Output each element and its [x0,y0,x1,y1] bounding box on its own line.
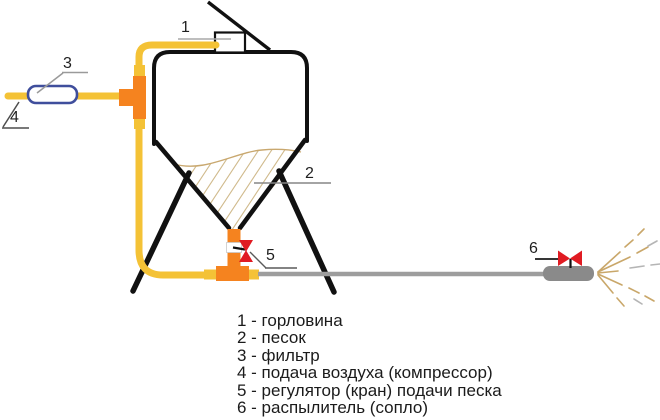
funnel [153,137,308,231]
spray-dash [647,240,658,247]
hose-couplers [134,65,259,280]
spray-ray [597,270,619,274]
nozzle-body [543,266,594,281]
tank-body [152,50,309,146]
tee-fitting-left [119,76,146,119]
filter-body [26,84,79,105]
legend-item-neck: 1 - горловина [237,311,343,330]
air-hose-down [135,119,213,279]
legend-item-filter: 3 - фильтр [237,345,320,365]
tee-bottom [216,266,249,281]
spray-ray [597,256,631,273]
spray-dash [629,265,645,269]
marker-regulator: 5 [266,247,275,264]
left-leg [130,170,192,294]
leader-3 [36,71,88,94]
marker-neck: 1 [181,19,190,36]
spray-ray [624,239,634,248]
coupler-tee-left [204,269,218,280]
legend-item-sand: 2 - песок [237,328,306,348]
nozzle-valve-handle [558,250,582,266]
spray-ray [597,274,614,294]
regulator-stem [232,246,246,251]
coupler-bottom [134,117,145,129]
leader-lines [2,38,558,269]
air-filter [26,84,79,105]
funnel-left-wall [153,139,232,231]
tee-left-vertical [133,76,146,119]
neck-box [213,31,247,54]
spray-ray [637,228,645,236]
legend: 1 - горловина 2 - песок 3 - фильтр 4 - п… [237,311,502,418]
outlet-assembly [216,229,253,281]
marker-air-inlet: 4 [10,109,19,126]
spray-ray [628,287,640,294]
legend-item-nozzle: 6 - распылитель (сопло) [237,398,429,418]
regulator-valve-handle [239,240,253,262]
spray-dash [633,298,643,305]
tee-left-arm [119,89,134,106]
sand-surface-line [173,148,302,167]
coupler-top [134,65,145,77]
spray-ray [636,246,649,254]
lid-line [206,0,272,52]
coupler-tee-right [247,269,259,280]
marker-filter: 3 [63,55,72,72]
neck-assembly [206,0,272,54]
spray-dash [650,263,660,266]
spray-ray [597,273,623,286]
spray-ray [616,297,625,307]
spray-ray [644,295,655,302]
air-hose-top [135,41,220,76]
legend-item-air: 4 - подача воздуха (компрессор) [237,363,493,383]
marker-sand: 2 [305,165,314,182]
leader-4 [2,101,29,129]
marker-nozzle: 6 [529,240,538,257]
leader-5 [249,251,297,269]
legend-item-regulator: 5 - регулятор (кран) подачи песка [237,380,502,400]
spray-ray [597,251,621,273]
tank-outline [152,50,309,146]
nozzle-assembly [543,250,594,281]
spray [597,228,660,307]
funnel-right-wall [237,137,308,231]
